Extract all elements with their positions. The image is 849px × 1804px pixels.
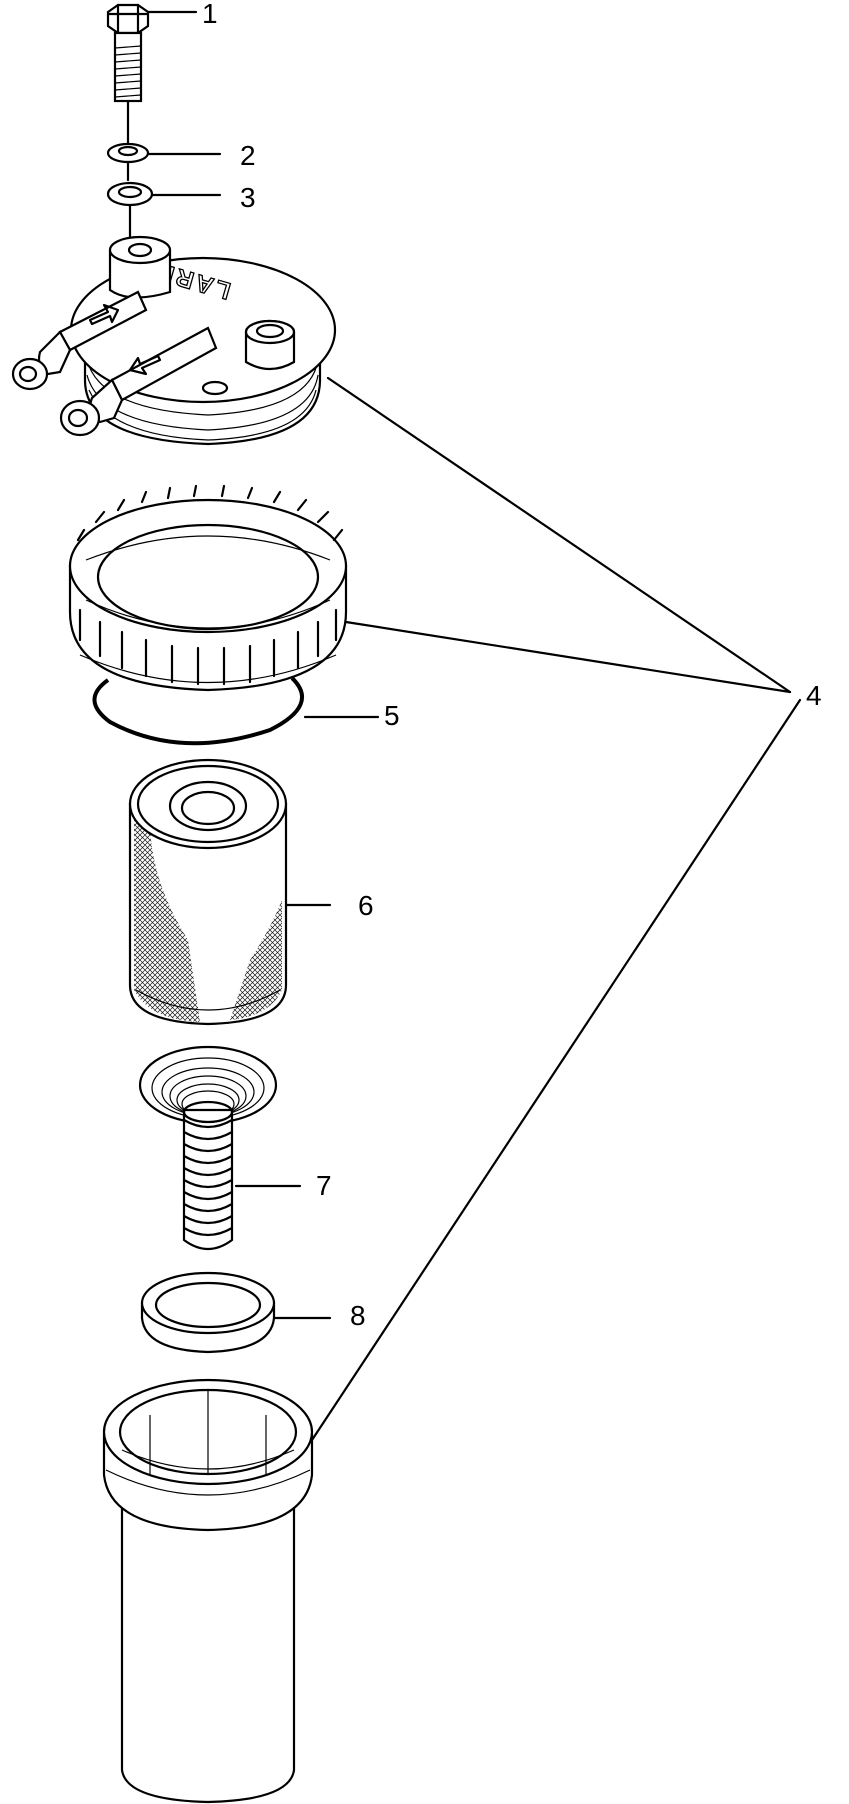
callout-4-leaders bbox=[310, 376, 802, 1442]
callout-6: 6 bbox=[358, 890, 374, 921]
filter-element-part-6 bbox=[128, 758, 332, 1026]
o-ring-part-5 bbox=[92, 676, 380, 746]
callout-3: 3 bbox=[240, 182, 256, 213]
filter-bowl bbox=[102, 1378, 314, 1804]
callout-2: 2 bbox=[240, 140, 256, 171]
callout-1: 1 bbox=[202, 0, 218, 29]
callout-5: 5 bbox=[384, 700, 400, 731]
washer-part-3 bbox=[106, 160, 222, 250]
callout-7: 7 bbox=[316, 1170, 332, 1201]
washer-part-2 bbox=[106, 142, 222, 164]
filter-head-cap: LARIS bbox=[11, 235, 337, 446]
spring-part-7 bbox=[138, 1045, 302, 1251]
callout-8: 8 bbox=[350, 1300, 366, 1331]
retaining-ring bbox=[68, 484, 348, 692]
callout-4: 4 bbox=[806, 680, 822, 711]
bolt-part-1 bbox=[106, 3, 198, 150]
gasket-part-8 bbox=[140, 1271, 332, 1354]
